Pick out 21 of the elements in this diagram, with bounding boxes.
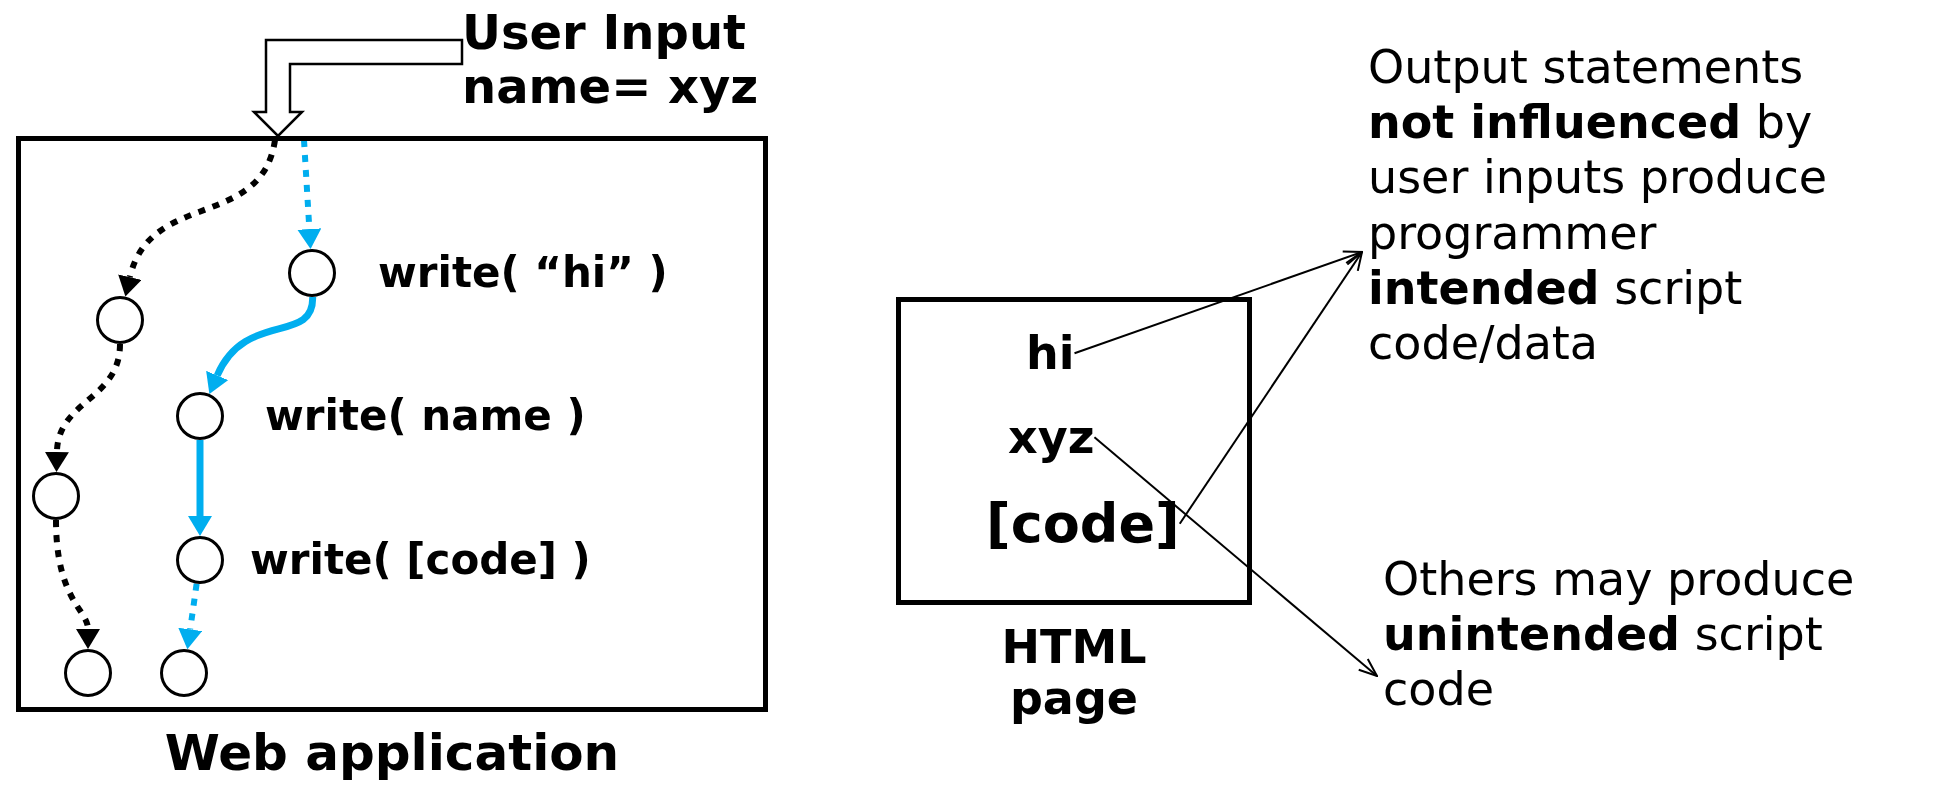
box-caption: Web application (164, 726, 620, 781)
description-text: Others may produce unintended script code (1383, 552, 1903, 718)
arrow (1178, 251, 1363, 525)
dotted-arrow (45, 343, 123, 472)
page-text: [code] (986, 494, 1180, 554)
statement-label: write( “hi” ) (378, 249, 668, 297)
page-text: hi (1026, 328, 1075, 379)
arrow (1093, 436, 1378, 677)
box-caption: HTML page (1000, 622, 1148, 724)
dotted-arrow (297, 139, 322, 250)
dotted-arrow (118, 139, 278, 296)
description-text: Output statements not influenced by user inputs produce programmer intended script code/data (1368, 40, 1888, 372)
arrow (1073, 250, 1363, 355)
statement-label: write( name ) (265, 392, 586, 440)
arrow (188, 440, 212, 536)
statement-label: write( [code] ) (250, 536, 591, 584)
input-label: User Input name= xyz (462, 6, 802, 114)
hollow-arrow (251, 38, 464, 138)
page-text: xyz (1008, 412, 1095, 463)
dotted-arrow (53, 519, 100, 649)
dotted-arrow (178, 583, 203, 650)
